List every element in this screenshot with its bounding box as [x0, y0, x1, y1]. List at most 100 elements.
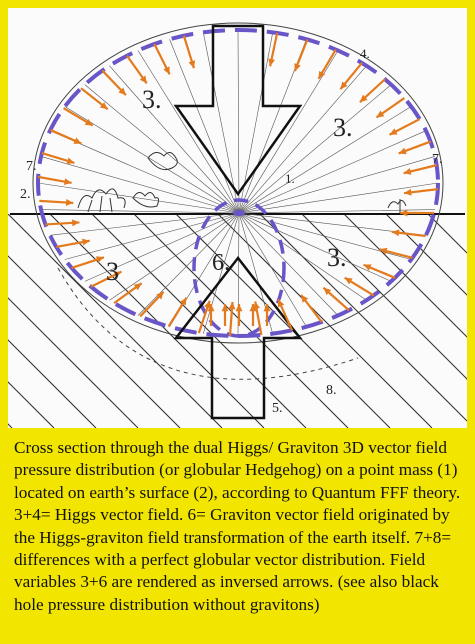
- label-field-lower-right: 3.: [327, 243, 347, 272]
- orange-arrow: [344, 276, 375, 297]
- radial-line: [238, 50, 339, 214]
- orange-arrow: [221, 304, 229, 326]
- orange-arrow: [182, 35, 196, 69]
- radial-field-lines: [37, 29, 439, 337]
- radial-line: [238, 182, 439, 214]
- radial-line: [238, 212, 367, 301]
- orange-arrow: [363, 263, 396, 279]
- vegetation-sketch: [77, 152, 407, 213]
- orange-arrow: [63, 107, 94, 127]
- orange-arrow: [389, 118, 421, 136]
- hatch-line: [8, 339, 97, 428]
- orange-arrow: [253, 301, 263, 336]
- orange-arrow: [403, 188, 438, 196]
- radial-line: [64, 212, 240, 260]
- orange-arrow: [293, 39, 309, 72]
- orange-arrow: [379, 247, 413, 259]
- orange-arrow: [322, 286, 350, 312]
- vector-field-diagram: 3. 3. 3 3. 6. 1. 2. 7. 7. 4. 5. 8.: [8, 8, 467, 428]
- radial-line: [169, 39, 240, 214]
- orange-arrow: [277, 298, 294, 331]
- orange-arrow: [49, 128, 82, 145]
- orange-arrow: [300, 294, 323, 323]
- hatch-line: [217, 214, 433, 428]
- radial-line: [238, 84, 392, 214]
- hatch-line: [8, 297, 139, 428]
- radial-line: [238, 130, 427, 214]
- label-field-lower-left: 3: [106, 257, 119, 286]
- orange-arrow: [90, 270, 122, 288]
- orange-arrow: [359, 78, 386, 104]
- orange-arrow: [71, 256, 105, 269]
- radial-line: [109, 212, 240, 301]
- orange-arrow: [400, 209, 435, 217]
- point-mass: [233, 210, 245, 216]
- hatch-line: [427, 214, 467, 254]
- orange-arrow: [268, 32, 279, 67]
- earth-hatching: [8, 214, 467, 428]
- figure-caption: Cross section through the dual Higgs/ Gr…: [14, 438, 461, 614]
- radial-line: [238, 156, 436, 214]
- orange-arrow: [126, 55, 148, 85]
- radial-line: [238, 212, 307, 327]
- orange-arrow: [153, 43, 171, 75]
- hatch-line: [8, 255, 181, 428]
- orange-arrow: [317, 49, 337, 80]
- orange-arrow: [39, 199, 74, 206]
- orange-arrow: [139, 291, 165, 318]
- label-field-left: 3.: [142, 85, 162, 114]
- hatch-line: [8, 423, 13, 428]
- label-diff-right: 7.: [432, 152, 443, 167]
- orange-arrow: [37, 175, 72, 186]
- radial-line: [37, 182, 240, 214]
- radial-line: [137, 212, 240, 316]
- hatch-line: [8, 214, 223, 428]
- label-diff-left: 7.: [26, 159, 37, 174]
- orange-arrow: [167, 297, 188, 328]
- radial-line: [237, 29, 240, 214]
- radial-line: [84, 84, 240, 214]
- orange-arrow: [113, 282, 143, 304]
- orange-arrow: [41, 151, 75, 165]
- radial-line: [84, 212, 240, 282]
- radial-line: [238, 106, 412, 214]
- orange-arrow: [339, 62, 363, 90]
- radial-line: [137, 50, 240, 214]
- orange-arrow: [80, 87, 109, 111]
- radial-line: [238, 65, 367, 214]
- hatch-line: [385, 214, 467, 296]
- hatch-line: [91, 214, 307, 428]
- downward-big-arrow: [173, 24, 303, 197]
- label-point-mass: 1.: [285, 171, 295, 186]
- radial-line: [202, 212, 240, 334]
- hatch-line: [301, 214, 467, 380]
- upward-big-arrow: [173, 255, 303, 420]
- hatch-line: [8, 381, 55, 428]
- label-surface: 2.: [20, 187, 31, 202]
- radial-line: [41, 209, 240, 214]
- orange-arrow: [391, 229, 426, 238]
- hatch-line: [175, 214, 391, 428]
- hatch-line: [133, 214, 349, 428]
- label-graviton: 6.: [212, 250, 230, 276]
- label-dashed: 8.: [326, 383, 337, 398]
- orange-arrow: [56, 238, 90, 249]
- orange-arrow: [235, 304, 243, 326]
- label-field-right: 3.: [333, 113, 353, 142]
- orange-arrow: [249, 304, 257, 326]
- radial-line: [238, 209, 435, 214]
- orange-arrow: [207, 304, 215, 326]
- orange-arrow: [101, 69, 127, 96]
- orange-arrow: [197, 300, 211, 334]
- difference-curve: [57, 267, 359, 380]
- orange-arrow: [398, 140, 431, 155]
- label-bottom: 5.: [272, 401, 283, 416]
- radial-line: [40, 156, 240, 214]
- orange-vector-arrows: [37, 32, 438, 336]
- radial-line: [238, 212, 339, 316]
- radial-line: [238, 212, 392, 282]
- label-outer: 4.: [360, 46, 370, 61]
- graviton-field-boundary: [192, 198, 286, 338]
- orange-arrow: [45, 219, 80, 227]
